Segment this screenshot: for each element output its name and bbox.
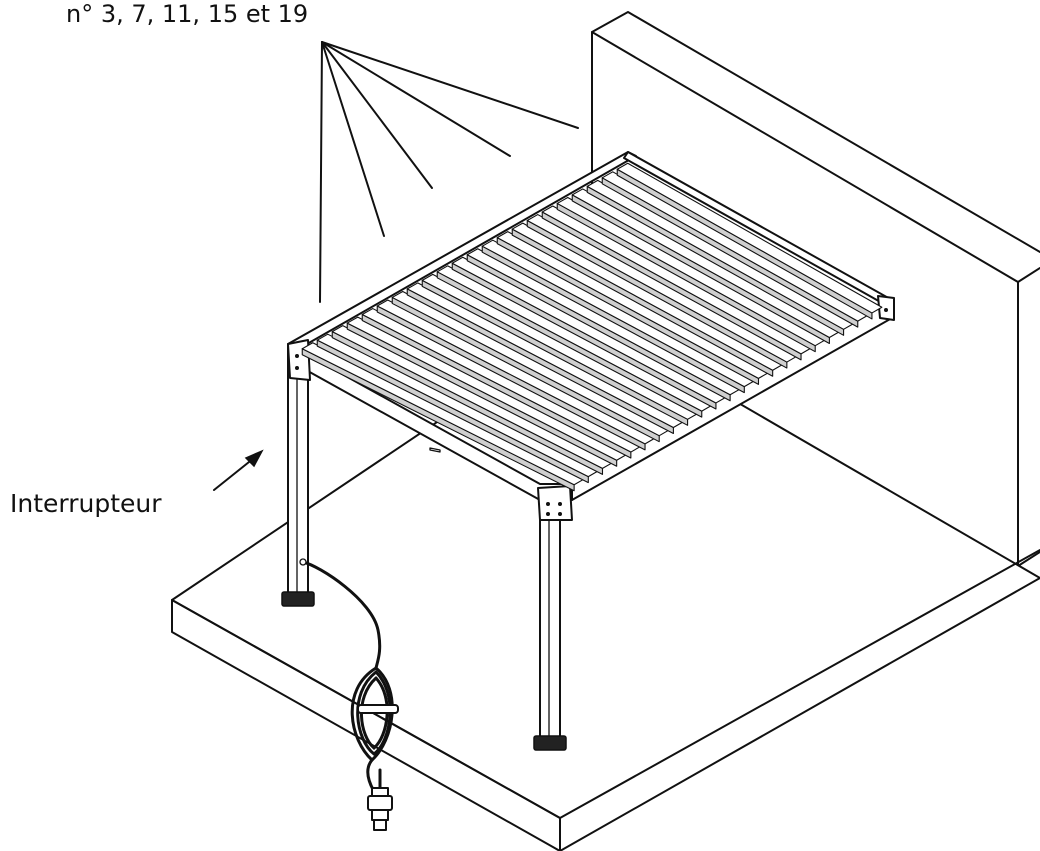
plug-tip bbox=[371, 809, 389, 821]
cable-entry bbox=[299, 558, 307, 566]
louvers-note-label: n° 3, 7, 11, 15 et 19 bbox=[66, 0, 308, 28]
louvers bbox=[301, 162, 883, 492]
corner-bracket-front-right bbox=[537, 485, 573, 521]
louver-leader-lines bbox=[319, 41, 579, 303]
plug-end bbox=[373, 819, 387, 831]
leg-foot-left bbox=[281, 591, 315, 607]
switch-label: Interrupteur bbox=[10, 489, 162, 518]
louver-22 bbox=[616, 162, 883, 314]
plug-neck bbox=[371, 787, 389, 797]
power-cable bbox=[299, 558, 399, 831]
cable-tie bbox=[357, 704, 399, 714]
pergola-legs bbox=[281, 359, 567, 751]
leg-foot-right bbox=[533, 735, 567, 751]
plug-body bbox=[367, 795, 393, 811]
switch-arrow bbox=[213, 449, 264, 491]
